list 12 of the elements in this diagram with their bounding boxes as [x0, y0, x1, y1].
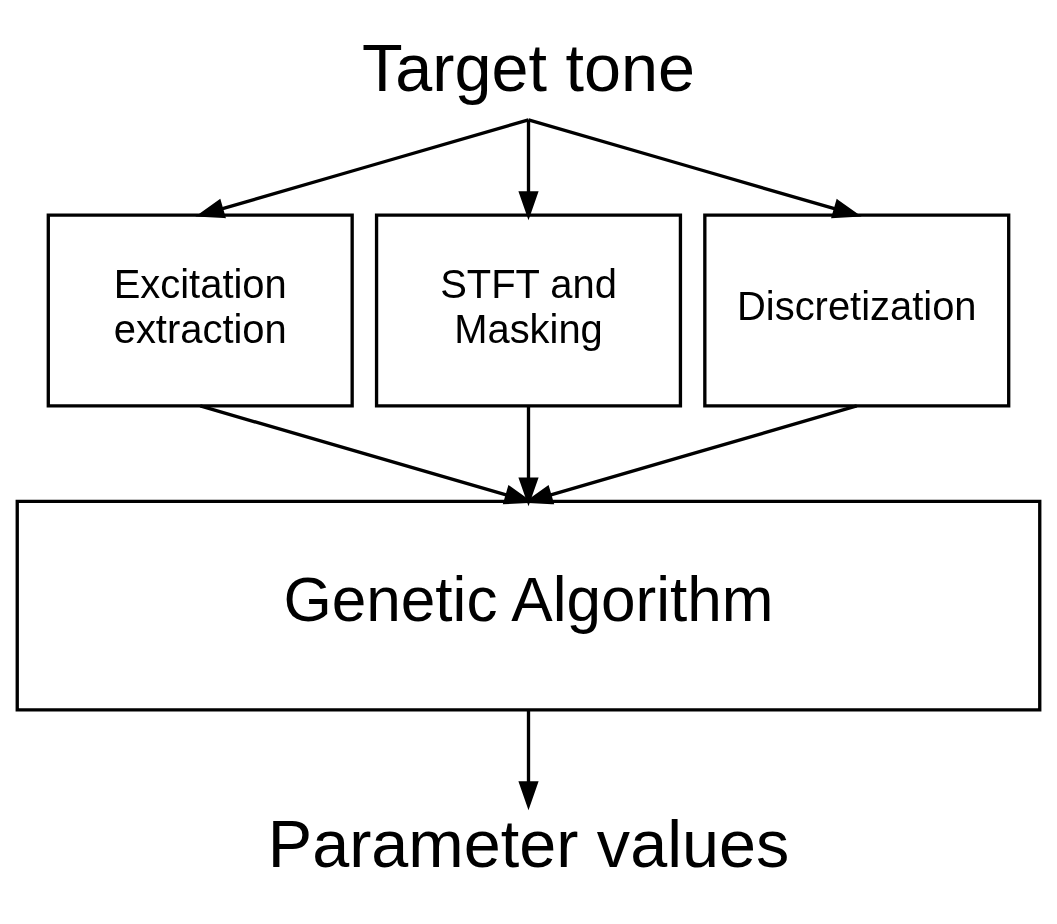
node-box: Excitation extraction	[46, 213, 354, 408]
arrow	[518, 709, 539, 810]
node-box: STFT and Masking	[374, 213, 683, 408]
arrow	[518, 119, 539, 220]
node-text: Parameter values	[267, 806, 790, 881]
arrow	[523, 403, 858, 504]
arrow	[195, 117, 529, 218]
arrow	[518, 405, 539, 506]
node-text: Target tone	[362, 30, 695, 105]
arrow	[528, 117, 862, 218]
node-box: Discretization	[703, 213, 1011, 408]
node-box: Genetic Algorithm	[15, 499, 1042, 711]
